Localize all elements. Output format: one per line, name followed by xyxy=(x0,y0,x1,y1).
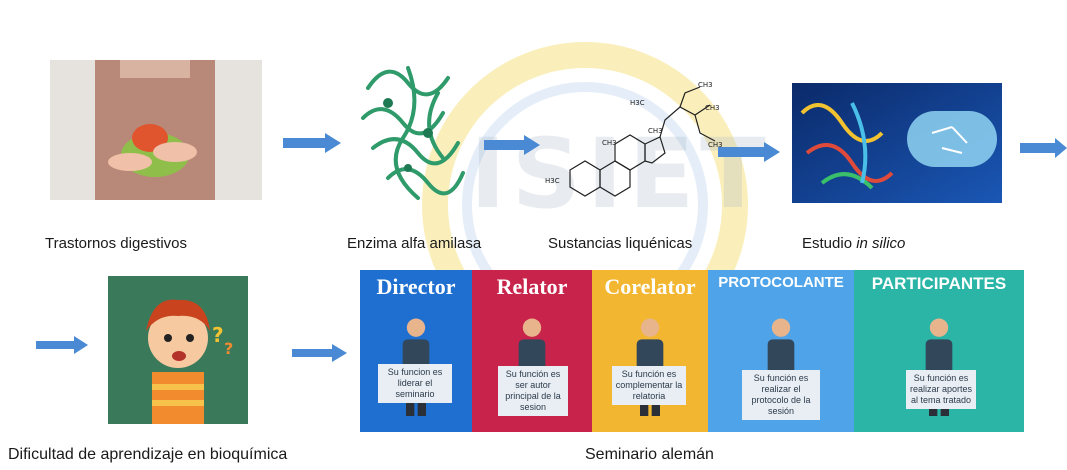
caption-digestive: Trastornos digestivos xyxy=(45,235,188,252)
seminar-panel-description: Su función es realizar el protocolo de l… xyxy=(742,370,820,420)
label-ch3-a: CH3 xyxy=(648,127,663,135)
watermark-text: ISIET xyxy=(470,118,772,230)
seminar-panel-2: Relator Su función es ser autor principal… xyxy=(472,270,592,432)
caption-lichen: Sustancias liquénicas xyxy=(548,235,693,252)
seminar-panel-title: Corelator xyxy=(604,274,696,299)
caption-study-italic: in silico xyxy=(856,235,906,252)
arrow-right-2 xyxy=(484,135,540,155)
label-h3c-left: H3C xyxy=(630,99,645,107)
label-h3c-bottom: H3C xyxy=(545,177,560,185)
svg-text:?: ? xyxy=(212,323,224,347)
caption-seminar: Seminario alemán xyxy=(585,446,714,463)
label-ch3-top: CH3 xyxy=(698,81,713,89)
seminar-panel-description: Su función es realizar aportes al tema t… xyxy=(906,370,976,409)
arrow-right-6 xyxy=(292,344,347,362)
arrow-right-5 xyxy=(36,336,88,354)
seminar-panel-title: Relator xyxy=(496,274,568,299)
seminar-panel-3: Corelator Su función es complementar la r… xyxy=(592,270,708,432)
seminar-panel-title: PARTICIPANTES xyxy=(871,274,1007,293)
seminar-panel-description: Su función es ser autor principal de la … xyxy=(498,366,568,416)
seminar-panel-title: Director xyxy=(376,274,456,299)
seminar-panel-5: PARTICIPANTES Su función es realizar apor… xyxy=(854,270,1024,432)
arrow-right-1 xyxy=(283,133,341,153)
seminar-panel-description: Su función es complementar la relatoria xyxy=(612,366,686,405)
caption-learning: Dificultad de aprendizaje en bioquímica xyxy=(8,446,288,463)
caption-study-prefix: Estudio xyxy=(802,235,857,252)
enzyme-structure-image xyxy=(361,66,465,200)
seminar-panel-description: Su funcion es liderar el seminario xyxy=(378,364,452,403)
seminar-panel-title: PROTOCOLANTE xyxy=(718,274,844,291)
digestive-disorder-image xyxy=(50,60,262,200)
label-ch3-right: CH3 xyxy=(705,104,720,112)
seminar-panel-4: PROTOCOLANTE Su función es realizar el pr… xyxy=(708,270,854,432)
svg-text:?: ? xyxy=(224,339,233,358)
seminar-panel-1: Director Su funcion es liderar el seminar… xyxy=(360,270,472,432)
arrow-right-4 xyxy=(1020,138,1067,158)
label-ch3-bottom: CH3 xyxy=(708,141,723,149)
learning-difficulty-image: ? ? xyxy=(108,276,248,424)
caption-in-silico: Estudio in silico xyxy=(802,235,905,252)
in-silico-image xyxy=(792,83,1002,203)
arrow-right-3 xyxy=(718,142,780,162)
lichen-molecule-image: CH3 H3C CH3 CH3 CH3 H3C CH3 xyxy=(545,81,723,197)
label-ch3-b: CH3 xyxy=(602,139,617,147)
caption-enzyme: Enzima alfa amilasa xyxy=(347,235,482,252)
